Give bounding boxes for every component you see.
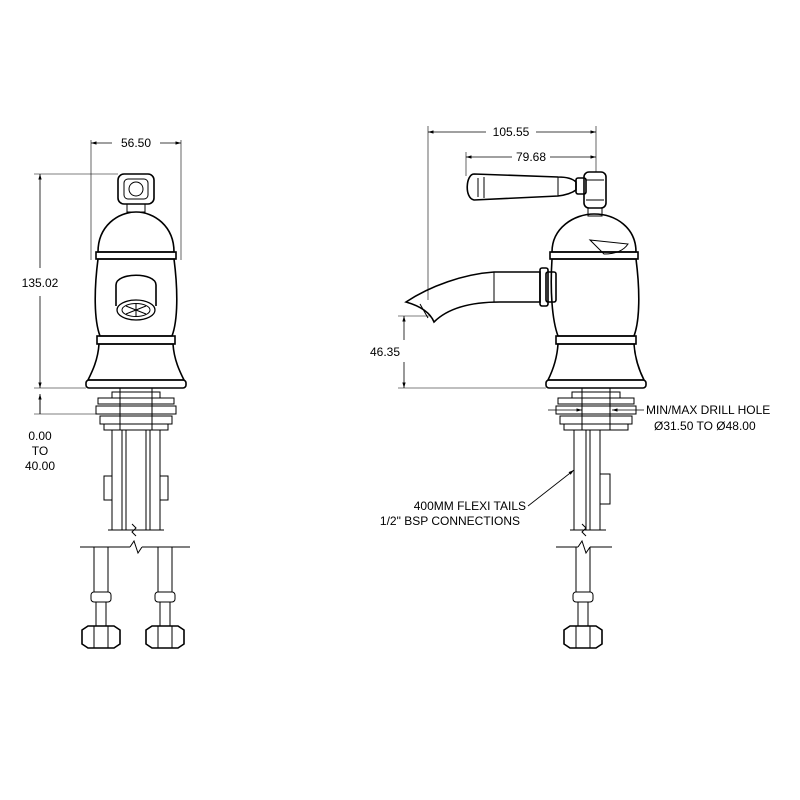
front-view: 56.50 135.02 0.00 TO 40.00 [22,136,190,649]
side-deck-fittings [555,388,637,431]
side-lever-handle [466,173,587,201]
front-body [85,211,187,389]
front-deck-fittings [95,388,177,431]
side-hub [583,171,607,217]
side-hex-nut [563,625,603,649]
front-height-label: 135.02 [22,276,59,290]
deck-thickness-min-label: 0.00 [28,429,52,443]
side-body [545,213,647,389]
tails-note-line1: 400MM FLEXI TAILS [414,499,526,513]
side-depth-label: 105.55 [493,125,530,139]
side-spout [404,267,557,324]
front-hex-nuts [81,625,185,649]
flexi-tails-callout: 400MM FLEXI TAILS 1/2" BSP CONNECTIONS [380,469,575,528]
side-tails-lower [572,547,594,626]
tails-note-line2: 1/2" BSP CONNECTIONS [380,514,520,528]
handle-reach-dimension: 79.68 [465,150,596,176]
front-tails-lower [90,547,176,626]
side-view: 105.55 79.68 46.35 MIN/MAX DRILL HOLE Ø3… [370,125,770,649]
deck-thickness-dimension: 0.00 TO 40.00 [25,394,96,473]
deck-thickness-to-label: TO [32,444,48,458]
front-handle-hub [117,173,155,213]
spout-height-label: 46.35 [370,345,400,359]
deck-thickness-max-label: 40.00 [25,459,55,473]
drill-hole-title: MIN/MAX DRILL HOLE [646,403,770,417]
front-tails-upper [103,430,169,537]
front-width-label: 56.50 [121,136,151,150]
side-depth-dimension: 105.55 [427,125,597,300]
front-break-symbol [80,539,190,555]
handle-reach-label: 79.68 [516,150,546,164]
side-break-symbol [556,539,612,555]
drill-hole-range: Ø31.50 TO Ø48.00 [654,419,756,433]
front-height-dimension: 135.02 [22,173,118,389]
side-tails-upper [570,430,611,537]
drill-hole-callout: MIN/MAX DRILL HOLE Ø31.50 TO Ø48.00 [548,403,770,433]
front-width-dimension: 56.50 [90,136,182,260]
spout-height-dimension: 46.35 [370,315,546,389]
